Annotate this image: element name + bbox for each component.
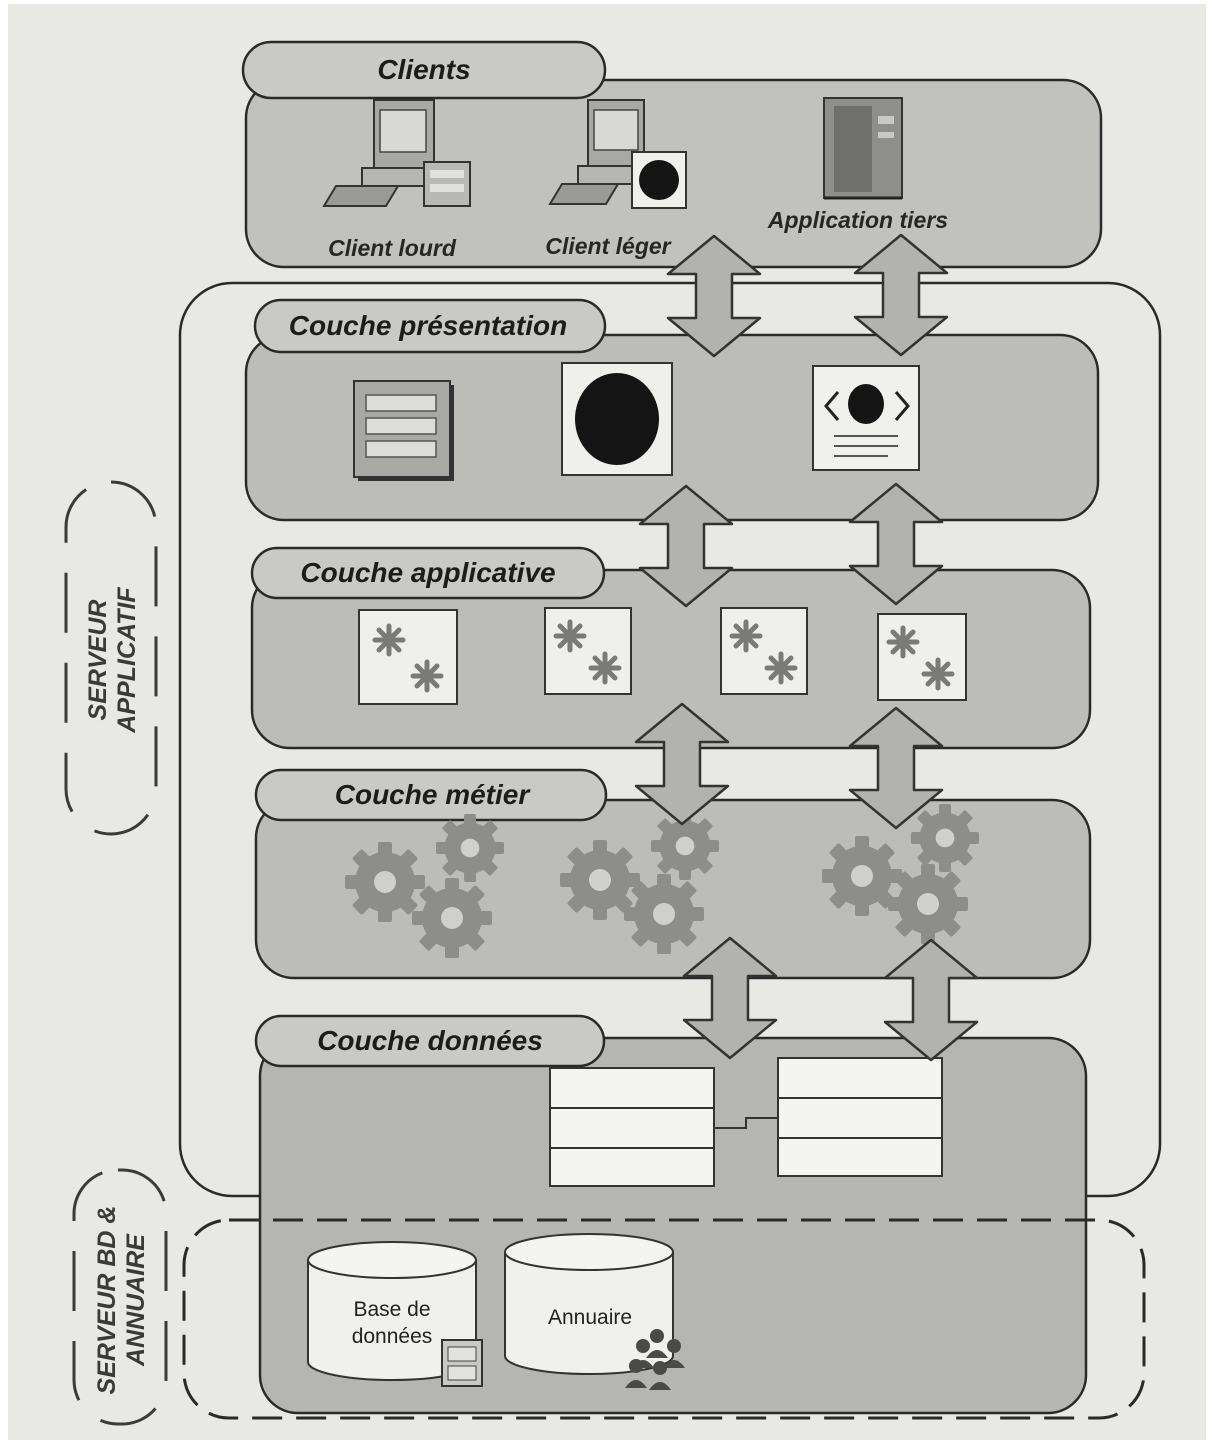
desktop-computer-icon <box>322 99 471 207</box>
data-table-icon <box>777 1057 943 1177</box>
applicative-layer: Couche applicative <box>250 546 1092 750</box>
table-relation-connector <box>714 1117 778 1129</box>
form-window-icon <box>353 380 454 481</box>
donnees-tab <box>254 1014 606 1068</box>
clients-tab <box>241 40 607 100</box>
database-label-line1: Base de <box>353 1298 430 1321</box>
client-lourd-label: Client lourd <box>328 235 457 261</box>
directory-label: Annuaire <box>548 1306 632 1329</box>
app-server-label: SERVEURAPPLICATIF <box>84 587 141 734</box>
process-icon <box>877 613 967 701</box>
data-table-icon <box>549 1067 715 1187</box>
process-icon <box>358 609 458 705</box>
process-icon <box>544 607 632 695</box>
database-label-line2: données <box>352 1325 433 1348</box>
metier-title: Couche métier <box>335 779 532 810</box>
presentation-tab <box>253 298 607 354</box>
application-tiers-label: Application tiers <box>767 207 948 233</box>
metier-layer: Couche métier <box>254 768 1092 980</box>
client-leger-label: Client léger <box>545 233 671 259</box>
presentation-layer: Couche présentation <box>244 298 1100 522</box>
process-icon <box>720 607 808 695</box>
db-server-label: SERVEUR BD &ANNUAIRE <box>93 1206 150 1395</box>
clients-layer: Clients Client lourd Client léger <box>241 40 1103 269</box>
database-cylinder: Base de données <box>307 1241 483 1387</box>
applicative-title: Couche applicative <box>300 557 555 588</box>
desktop-computer-browser-icon <box>548 99 687 209</box>
metier-tab <box>254 768 608 822</box>
presentation-title: Couche présentation <box>289 310 567 341</box>
users-group-icon <box>625 1329 685 1390</box>
browser-globe-icon <box>561 362 673 476</box>
applicative-tab <box>250 546 606 600</box>
file-cabinet-icon <box>441 1339 483 1387</box>
clients-title: Clients <box>377 54 470 85</box>
donnees-title: Couche données <box>317 1025 543 1056</box>
app-server-label-frame <box>64 480 158 836</box>
directory-cylinder: Annuaire <box>504 1233 685 1390</box>
db-server-zone <box>182 1218 1146 1420</box>
web-page-code-icon <box>812 365 920 471</box>
db-server-label-frame <box>72 1168 168 1426</box>
server-tower-icon <box>823 97 903 200</box>
